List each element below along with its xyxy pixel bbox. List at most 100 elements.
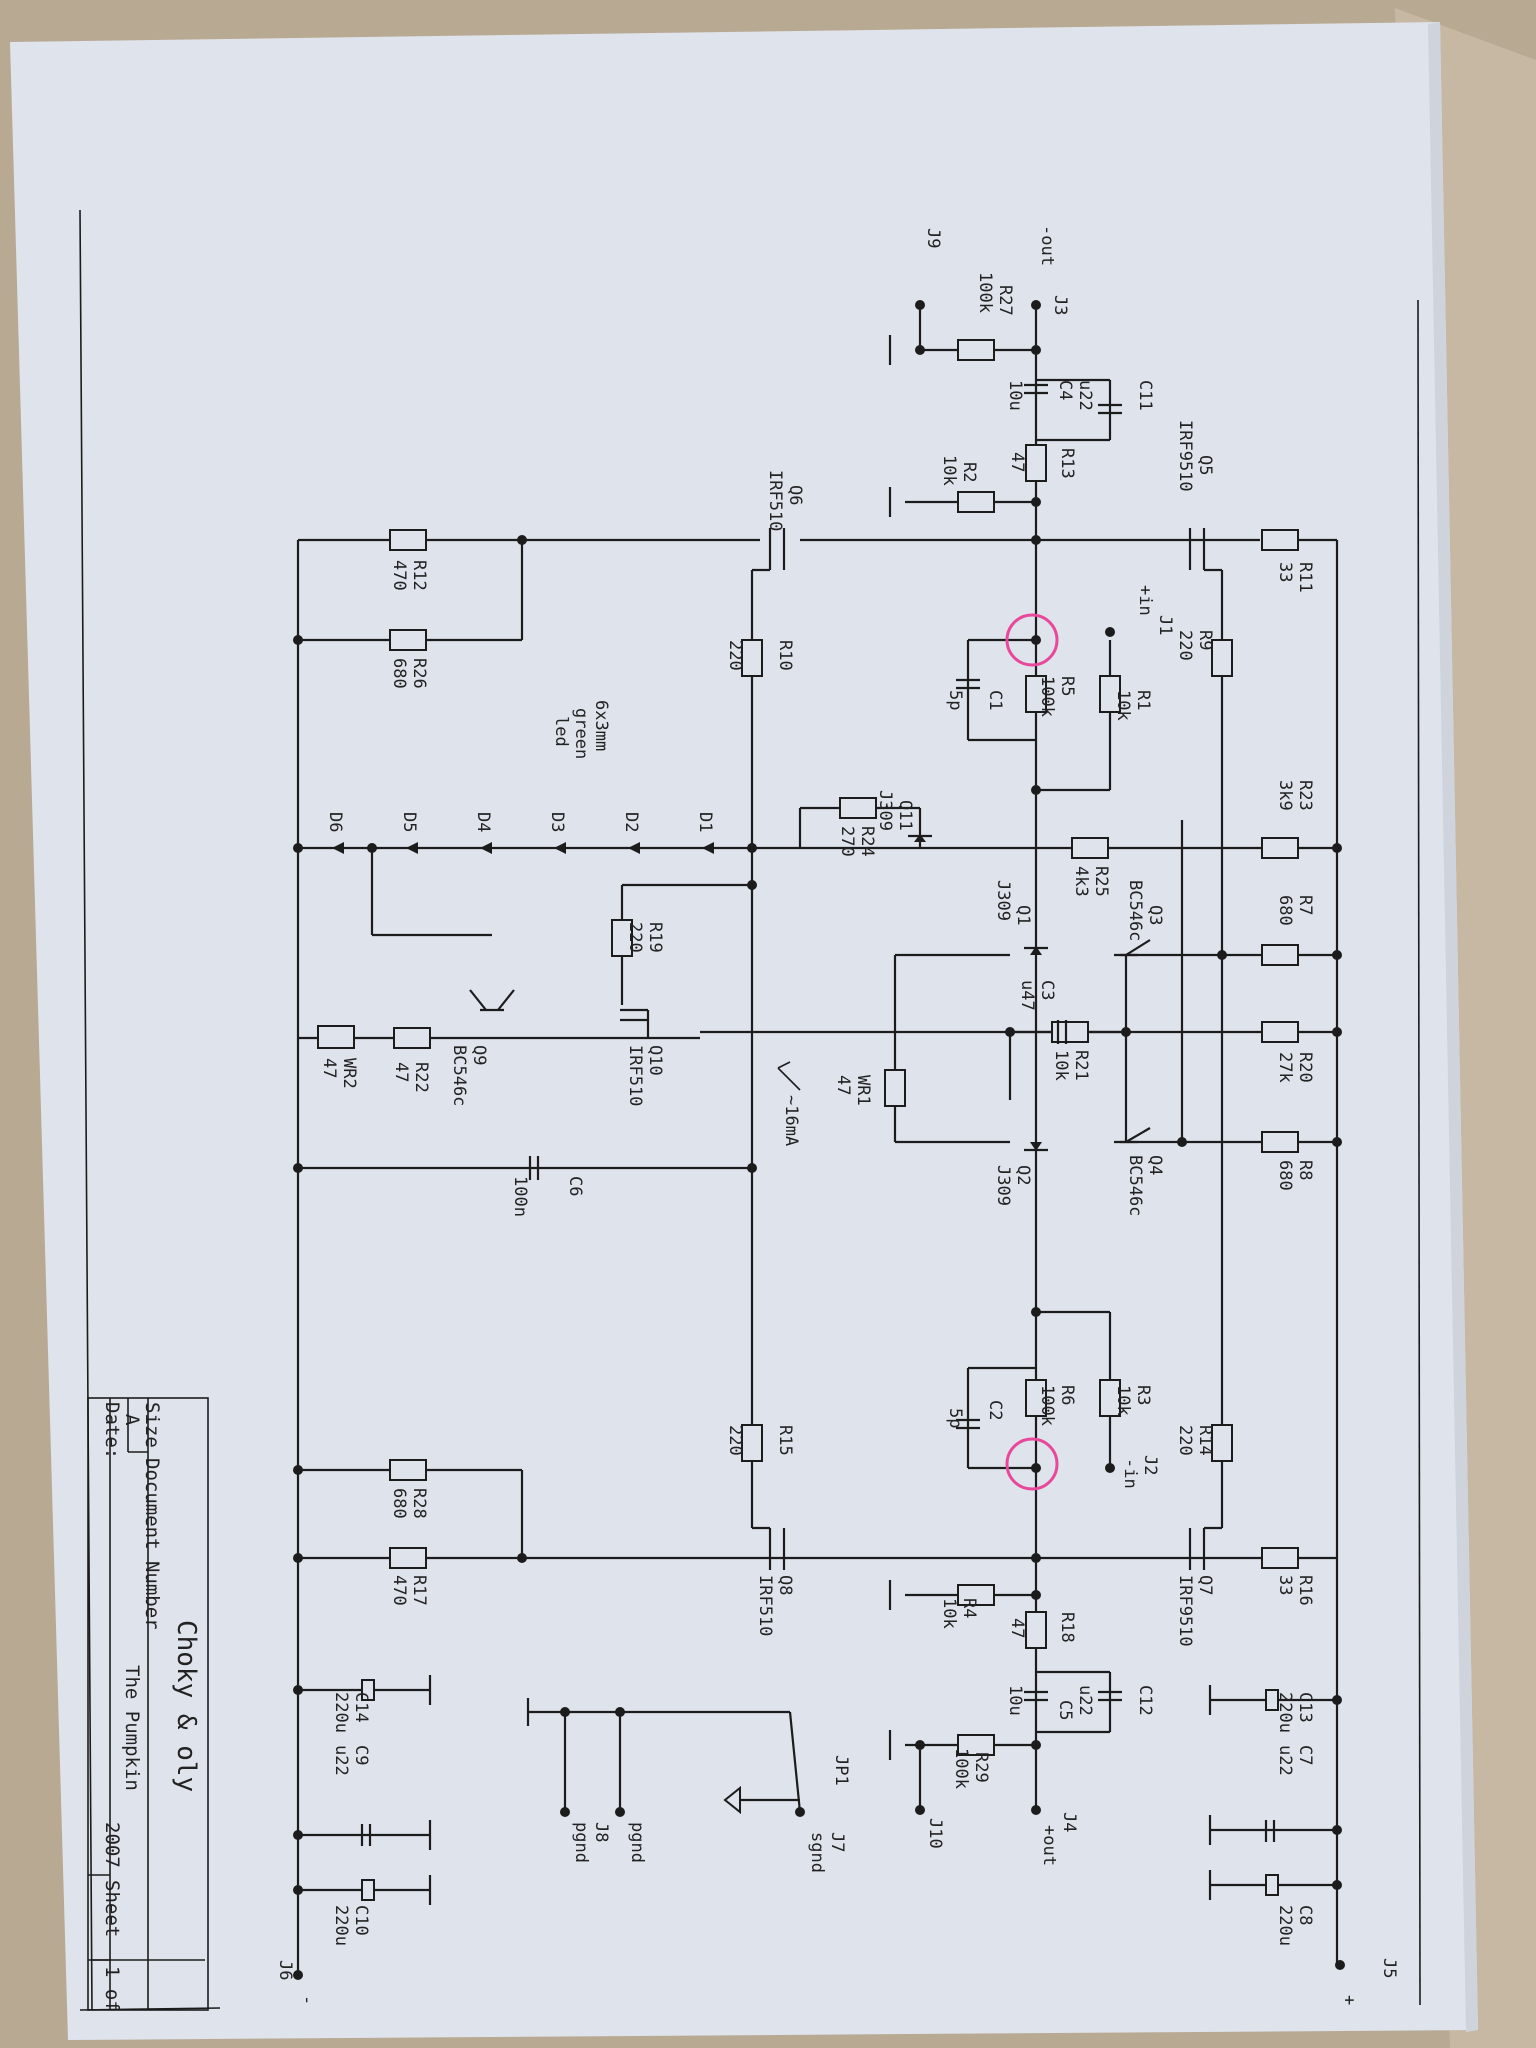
highlight-circle-bottom [1005,1437,1059,1491]
label-wr1-ref: WR1 [853,1075,873,1106]
mosfet-q8 [752,1526,786,1570]
junction [1217,950,1227,960]
junction [517,1553,527,1563]
label-d2: D2 [621,812,641,832]
junction [1031,1590,1041,1600]
junction [293,843,303,853]
bjt-q4 [1114,1127,1151,1144]
schematic-title: Choky & oly [171,1620,201,1792]
label-r19-value: 220 [625,922,645,953]
label-r22-ref: R22 [411,1062,431,1093]
resistor-r12 [389,529,427,551]
label-q6-part: IRF510 [765,470,785,531]
label-r3-ref: R3 [1133,1385,1153,1405]
label-led-note-2: green [571,708,591,759]
date-label: Date: [101,1402,123,1459]
junction [293,1553,303,1563]
label-d4: D4 [473,812,493,832]
label-c8-value: 220u [1275,1905,1295,1946]
junction [747,1163,757,1173]
date-value: 2007 [101,1822,123,1868]
title-block: Choky & oly Size Document Number A The P… [87,1397,209,2012]
junction [1031,345,1041,355]
label-r25-ref: R25 [1091,866,1111,897]
led-d4 [480,842,492,854]
junction [615,1707,625,1717]
label-j9-ref: J9 [923,228,943,248]
label-q4-ref: Q4 [1145,1155,1165,1175]
junction [1177,1137,1187,1147]
highlight-circle-top [1005,613,1059,667]
label-r20-value: 27k [1275,1052,1295,1083]
junction [1031,1463,1041,1473]
label-q2-part: J309 [993,1165,1013,1206]
junction [293,1163,303,1173]
label-q4-part: BC546c [1125,1155,1145,1216]
trimmer-wr1 [884,1069,906,1107]
label-q6-ref: Q6 [785,485,805,505]
junction [1031,497,1041,507]
junction [293,1685,303,1695]
capacitor-c14 [361,1679,375,1701]
terminal-j3 [1031,300,1041,310]
jfet-q2 [1024,1142,1048,1152]
terminal-j5 [1335,1960,1345,1970]
label-c3-value: u47 [1017,980,1037,1011]
label-led-note-3: led [551,716,571,747]
led-d2 [628,842,640,854]
label-j6-ref: J6 [275,1960,295,1980]
label-r8-value: 680 [1275,1160,1295,1191]
terminal-j6 [293,1970,303,1980]
label-c5-ref: C5 [1055,1700,1075,1720]
label-q5-part: IRF9510 [1175,420,1195,492]
label-c12-value: u22 [1075,1685,1095,1716]
resistor-bodies [317,339,1299,1756]
label-c1-value: 5p [945,690,965,710]
frame-left-line [79,209,93,2011]
label-r6-ref: R6 [1057,1385,1077,1405]
label-c5-value: 10u [1005,1685,1025,1716]
mosfet-q6 [752,528,786,572]
label-current: ~16mA [781,1095,801,1146]
label-q1-part: J309 [993,880,1013,921]
label-r11-value: 33 [1275,562,1295,582]
junction [560,1707,570,1717]
sheet-label: Sheet [101,1880,123,1937]
label-r13-ref: R13 [1057,448,1077,479]
label-r10-value: 220 [725,640,745,671]
label-q9-part: BC546c [449,1045,469,1106]
label-r18-ref: R18 [1057,1612,1077,1643]
label-r21-ref: R21 [1071,1050,1091,1081]
terminal-j4 [1031,1805,1041,1815]
label-c7-ref: C7 [1295,1745,1315,1765]
label-r27-ref: R27 [995,285,1015,316]
junction [293,1830,303,1840]
junction [1005,1027,1015,1037]
label-r1-ref: R1 [1133,690,1153,710]
junction [1332,1027,1342,1037]
label-r17-value: 470 [389,1575,409,1606]
label-j3-net: -out [1037,225,1057,266]
label-c9-ref: C9 [351,1745,371,1765]
junction [1332,950,1342,960]
label-c4-ref: C4 [1055,380,1075,400]
transistor-bodies [469,528,1222,1570]
label-r27-value: 100k [975,272,995,313]
trimmer-wr2 [317,1025,355,1049]
bjt-q3 [1114,939,1151,957]
label-c8-ref: C8 [1295,1905,1315,1925]
resistor-r21 [1051,1021,1089,1043]
label-r24-value: 270 [837,826,857,857]
label-c6-ref: C6 [565,1176,585,1196]
docnum-label: Document Number [141,1458,163,1630]
label-q10-ref: Q10 [645,1045,665,1076]
junction [1031,635,1041,645]
label-r10-ref: R10 [775,640,795,671]
resistor-r14 [1211,1424,1233,1462]
label-r6-value: 100k [1037,1385,1057,1426]
junction [293,1885,303,1895]
wiring [296,305,1339,1975]
mosfet-q10 [620,1008,650,1038]
label-j3-ref: J3 [1050,295,1070,315]
label-q11-part: J309 [875,790,895,831]
